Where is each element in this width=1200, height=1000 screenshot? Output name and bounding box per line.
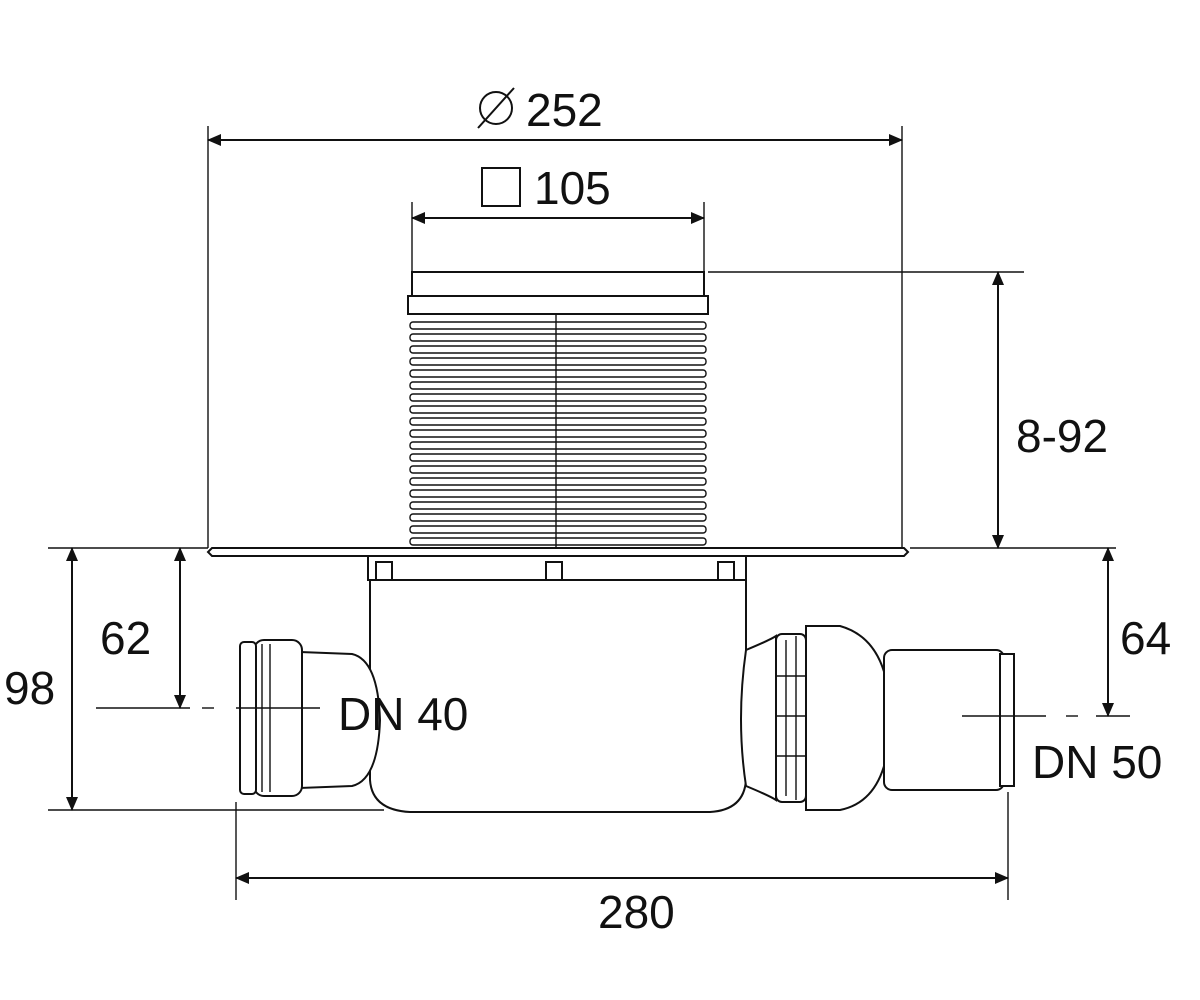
outlet-height-right-value: 64 bbox=[1120, 612, 1171, 664]
riser-rib bbox=[409, 477, 707, 486]
riser-rib bbox=[409, 369, 707, 378]
outlet-height-left-value: 62 bbox=[100, 612, 151, 664]
housing-fasteners bbox=[375, 561, 735, 581]
dimension-diameter: 252 bbox=[207, 84, 903, 548]
riser-rib bbox=[409, 513, 707, 522]
drain-body bbox=[206, 271, 1015, 813]
riser-rib bbox=[409, 441, 707, 450]
square-symbol-icon bbox=[481, 167, 521, 207]
total-length-value: 280 bbox=[598, 886, 675, 938]
riser-rib bbox=[409, 381, 707, 390]
riser-rib bbox=[409, 525, 707, 534]
riser-rib bbox=[409, 357, 707, 366]
flange-plate bbox=[206, 547, 910, 557]
riser-rib bbox=[409, 453, 707, 462]
riser-rib bbox=[409, 405, 707, 414]
dimension-frame: 105 bbox=[411, 162, 705, 272]
riser-rib bbox=[409, 501, 707, 510]
riser-rib bbox=[409, 333, 707, 342]
outlet-right-dn50 bbox=[740, 625, 1015, 811]
riser-rib bbox=[409, 537, 707, 546]
height-adjust-value: 8-92 bbox=[1016, 410, 1108, 462]
riser-rib bbox=[409, 465, 707, 474]
outlet-right-label: DN 50 bbox=[1032, 736, 1162, 788]
dimension-length: 280 bbox=[235, 792, 1009, 938]
outlet-left-label: DN 40 bbox=[338, 688, 468, 740]
riser-rib bbox=[409, 393, 707, 402]
riser-rib bbox=[409, 345, 707, 354]
dimension-height-adjust: 8-92 bbox=[708, 271, 1116, 549]
riser-rib bbox=[409, 429, 707, 438]
riser-rib bbox=[409, 489, 707, 498]
diameter-symbol-icon bbox=[477, 87, 515, 129]
riser-rib bbox=[409, 321, 707, 330]
riser-extension bbox=[407, 271, 709, 548]
riser-rib bbox=[409, 417, 707, 426]
total-height-value: 98 bbox=[4, 662, 55, 714]
dimension-left: 98 62 DN 40 bbox=[4, 547, 468, 811]
diameter-value: 252 bbox=[526, 84, 603, 136]
frame-value: 105 bbox=[534, 162, 611, 214]
housing-bowl bbox=[369, 579, 747, 813]
outlet-left-dn40 bbox=[239, 639, 382, 797]
dimension-right: 64 DN 50 bbox=[962, 547, 1171, 788]
